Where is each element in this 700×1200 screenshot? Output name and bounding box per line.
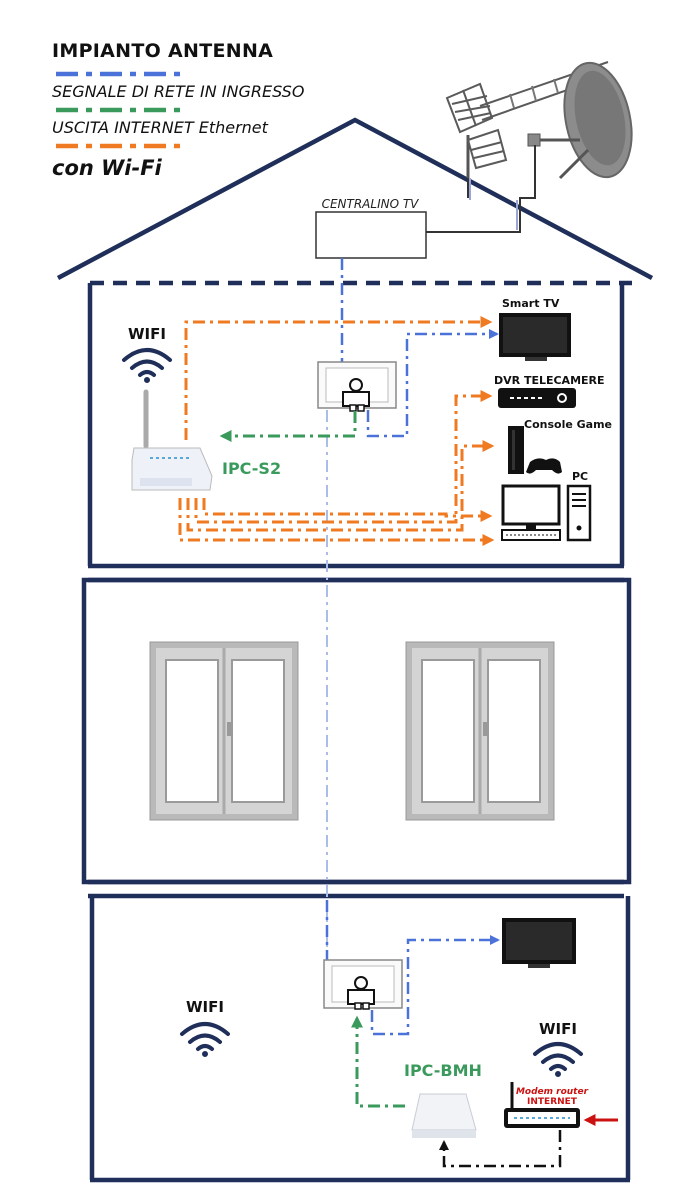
wall-socket-top <box>317 361 397 412</box>
modem-label-line2: INTERNET <box>527 1097 578 1107</box>
green-line-ipc-bmh <box>351 1015 405 1108</box>
blue-line-smart-tv <box>366 329 499 438</box>
pc-icon <box>501 484 592 542</box>
modem-label-line1: Modem router <box>516 1087 589 1097</box>
centralino-tv-label: CENTRALINO TV <box>322 197 420 211</box>
antenna-coax <box>426 145 536 233</box>
legend-network-in: SEGNALE DI RETE IN INGRESSO <box>52 82 305 101</box>
console-icon <box>508 426 562 474</box>
satellite-dish-icon <box>527 61 633 180</box>
legend-wifi: con Wi-Fi <box>52 156 162 180</box>
wifi-label-ground-right: WIFI <box>539 1020 577 1038</box>
ipc-bmh-adapter-icon <box>411 1093 477 1138</box>
adapter-ipc-bmh-label: IPC-BMH <box>404 1061 482 1080</box>
house-outline <box>56 117 654 1183</box>
green-line-ipc-s2 <box>219 411 357 442</box>
smart-tv-label: Smart TV <box>502 297 560 310</box>
ethernet-lines <box>178 316 495 546</box>
console-label: Console Game <box>524 418 612 431</box>
smart-tv-icon <box>499 313 571 361</box>
window-right <box>405 641 555 821</box>
roof <box>56 117 654 280</box>
dvr-label: DVR TELECAMERE <box>494 374 605 387</box>
wall-socket-ground <box>323 959 403 1010</box>
wifi-label-ground-left: WIFI <box>186 998 224 1016</box>
window-left <box>149 641 299 821</box>
ground-tv-icon <box>502 918 576 968</box>
legend-lines <box>56 71 180 149</box>
adapter-ipc-s2-label: IPC-S2 <box>222 459 281 478</box>
modem-router-icon <box>504 1082 580 1128</box>
router-ipc-s2-icon <box>131 389 213 491</box>
wifi-icon-ground-left <box>180 1022 230 1057</box>
dvr-icon <box>498 388 576 408</box>
wifi-label-top: WIFI <box>128 325 166 343</box>
pc-label: PC <box>572 470 588 483</box>
black-line-modem <box>439 1130 562 1168</box>
wifi-icon-ground-right <box>533 1042 583 1077</box>
legend-ethernet-out: USCITA INTERNET Ethernet <box>52 118 268 137</box>
wifi-icon-top <box>122 348 172 383</box>
legend-antenna: IMPIANTO ANTENNA <box>52 40 274 62</box>
centralino-tv-box <box>315 211 427 259</box>
blue-line-ground-tv <box>370 935 500 1036</box>
